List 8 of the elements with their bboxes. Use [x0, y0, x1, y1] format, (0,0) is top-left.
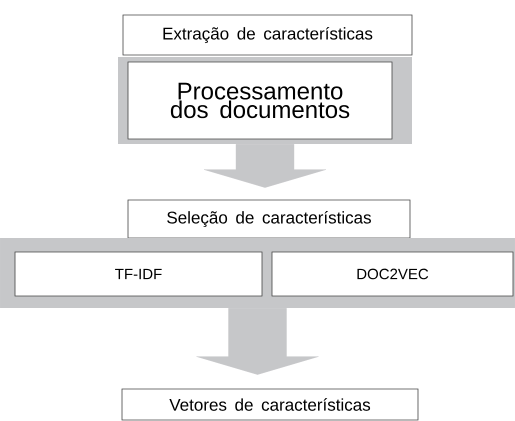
block-arrow [196, 308, 319, 375]
process-box: Vetores de características [122, 388, 418, 420]
heading-box: Seleção de características [128, 200, 410, 238]
block-arrow [204, 144, 326, 188]
process-box: DOC2VEC [272, 252, 514, 296]
process-box: Processamento dos documentos [128, 62, 392, 140]
process-box: TF-IDF [14, 252, 262, 296]
heading-box: Extração de características [122, 14, 412, 56]
